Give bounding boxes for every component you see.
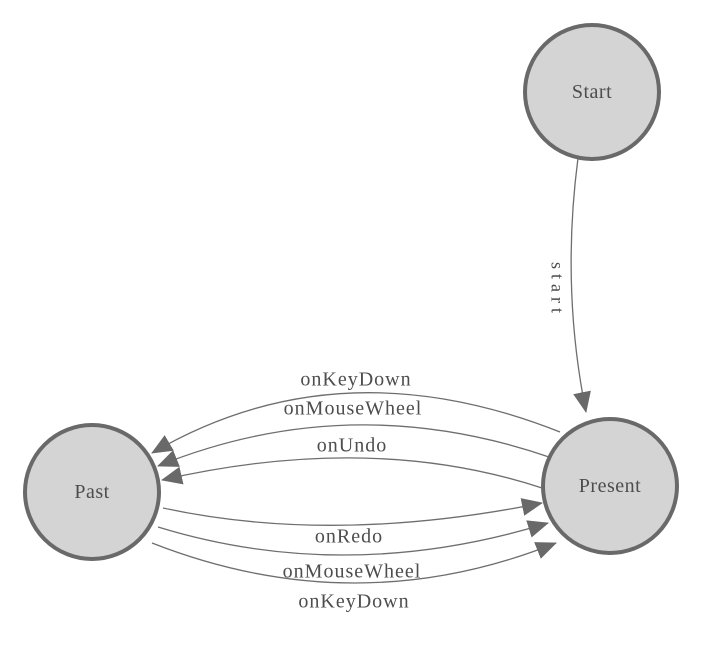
edge-label-onmousewheel-top: onMouseWheel bbox=[283, 397, 423, 420]
edge-label-onredo: onRedo bbox=[314, 525, 384, 548]
edge-past-to-present-onkeydown bbox=[151, 542, 557, 584]
node-present-label: Present bbox=[578, 474, 642, 497]
edge-label-onundo: onUndo bbox=[316, 434, 388, 457]
edge-start-to-present bbox=[570, 157, 591, 413]
edge-label-onkeydown-top: onKeyDown bbox=[300, 368, 412, 391]
node-past: Past bbox=[23, 423, 161, 561]
edge-past-to-present-onredo bbox=[162, 498, 543, 526]
node-past-label: Past bbox=[74, 480, 110, 503]
edge-past-to-present-onmousewheel bbox=[157, 520, 549, 556]
node-start-label: Start bbox=[571, 80, 613, 103]
edge-label-onkeydown-bottom: onKeyDown bbox=[298, 590, 410, 613]
node-present: Present bbox=[541, 417, 679, 555]
edge-label-start: start bbox=[547, 262, 568, 318]
edge-present-to-past-onundo bbox=[161, 457, 543, 489]
node-start: Start bbox=[523, 23, 661, 161]
edge-label-onmousewheel-bottom: onMouseWheel bbox=[282, 560, 422, 583]
edge-present-to-past-onkeydown bbox=[151, 392, 561, 454]
edge-present-to-past-onmousewheel bbox=[157, 424, 553, 467]
